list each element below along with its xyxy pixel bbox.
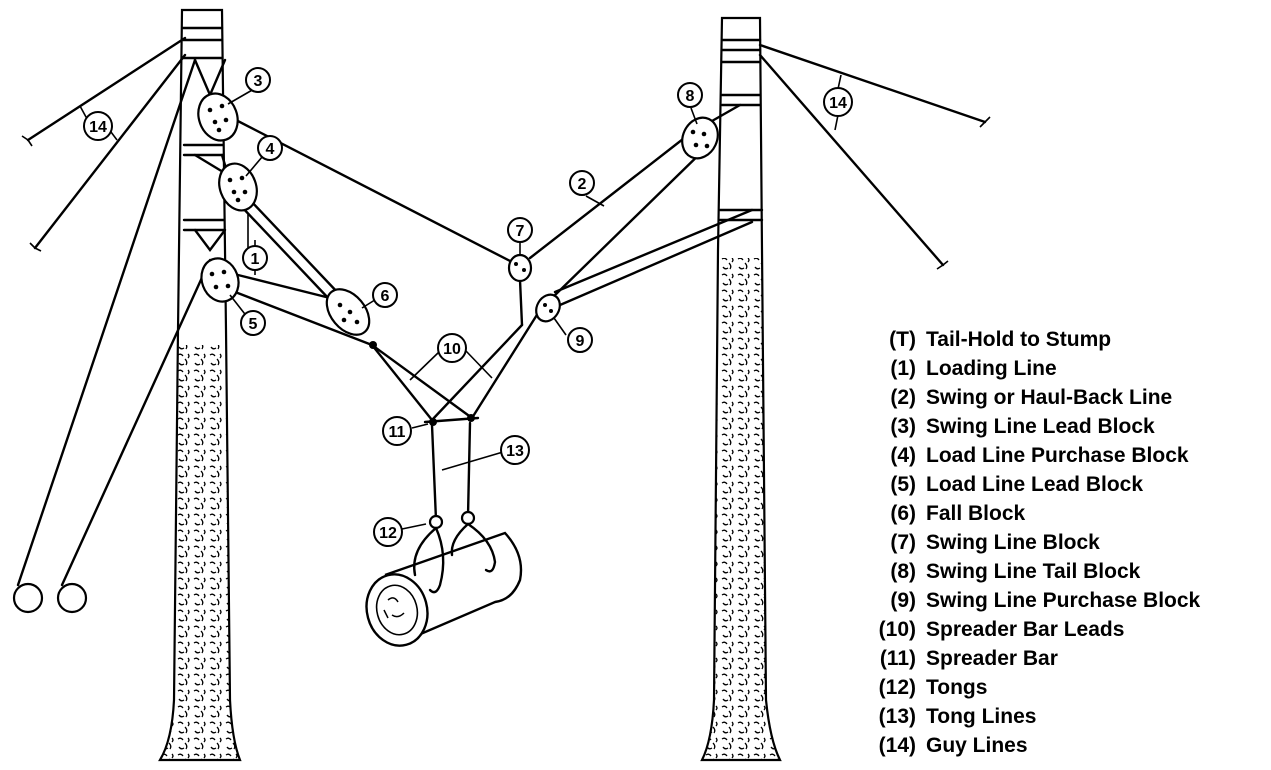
legend-text: Tongs [926,676,988,699]
svg-text:5: 5 [249,316,258,333]
legend-code: (1) [890,357,916,380]
legend-code: (7) [890,531,916,554]
legend-code: (11) [879,647,916,670]
svg-text:8: 8 [686,88,695,105]
legend-text: Swing or Haul-Back Line [926,386,1173,409]
legend-text: Swing Line Block [926,531,1100,554]
callout-7: 7 [507,217,533,243]
legend-text: Load Line Purchase Block [926,444,1189,467]
legend-text: Swing Line Tail Block [926,560,1141,583]
svg-text:12: 12 [379,525,397,542]
legend-text: Swing Line Lead Block [926,415,1155,438]
svg-text:4: 4 [266,141,275,158]
legend-code: (4) [890,444,916,467]
svg-text:9: 9 [576,333,585,350]
legend-code: (12) [878,676,916,699]
legend-text: Tail-Hold to Stump [926,328,1112,351]
callout-10: 10 [437,333,467,363]
swing-line-purchase-block [535,293,561,323]
legend-code: (2) [890,386,916,409]
callout-13: 13 [500,435,530,465]
callout-9: 9 [567,327,593,353]
legend-item: (2) Swing or Haul-Back Line [868,383,1200,412]
callout-11: 11 [382,416,412,446]
legend-text: Tong Lines [926,705,1037,728]
fall-block [325,288,377,349]
legend-item: (8) Swing Line Tail Block [868,557,1200,586]
left-spar-pole [158,8,242,762]
callout-4: 4 [257,135,283,161]
svg-text:10: 10 [443,341,461,358]
legend-text: Load Line Lead Block [926,473,1144,496]
legend: (T) Tail-Hold to Stump (1) Loading Line (2… [868,325,1201,760]
callout-1: 1 [242,245,268,271]
svg-text:13: 13 [506,443,524,460]
legend-item: (7) Swing Line Block [868,528,1200,557]
legend-item: (10) Spreader Bar Leads [868,615,1200,644]
svg-text:2: 2 [578,176,587,193]
svg-text:14: 14 [829,95,847,112]
legend-item: (1) Loading Line [868,354,1200,383]
legend-code: (6) [890,502,916,525]
right-guy-lines [758,43,991,270]
callout-6: 6 [372,282,398,308]
legend-item: (14) Guy Lines [868,731,1200,760]
legend-code: (T) [889,328,916,351]
legend-text: Fall Block [926,502,1026,525]
legend-code: (10) [878,618,916,641]
swing-line-tail-block [681,116,719,160]
legend-code: (8) [890,560,916,583]
legend-code: (13) [878,705,916,728]
legend-item: (11) Spreader Bar [868,644,1200,673]
swing-line-block [507,253,533,283]
svg-text:6: 6 [381,288,390,305]
legend-text: Loading Line [926,357,1057,380]
legend-code: (5) [890,473,916,496]
legend-item: (9) Swing Line Purchase Block [868,586,1200,615]
blocks [197,92,719,426]
legend-item: (3) Swing Line Lead Block [868,412,1200,441]
rigging-lines [228,116,754,522]
left-guy-lines [21,36,187,252]
legend-code: (3) [890,415,916,438]
legend-code: (9) [890,589,916,612]
svg-text:3: 3 [254,73,263,90]
callout-14-right: 14 [823,87,853,117]
legend-text: Swing Line Purchase Block [926,589,1201,612]
legend-item: (12) Tongs [868,673,1200,702]
legend-text: Guy Lines [926,734,1028,757]
swing-line-lead-block [197,92,239,142]
svg-text:1: 1 [251,251,260,268]
legend-item: (5) Load Line Lead Block [868,470,1200,499]
svg-text:11: 11 [389,424,406,441]
callout-5: 5 [240,310,266,336]
legend-item: (4) Load Line Purchase Block [868,441,1200,470]
svg-text:7: 7 [516,223,525,240]
callout-3: 3 [245,67,271,93]
callout-8: 8 [677,82,703,108]
load-line-lead-block [200,257,240,303]
legend-item: (13) Tong Lines [868,702,1200,731]
legend-text: Spreader Bar [926,647,1058,670]
callout-14-left: 14 [83,111,113,141]
haul-lines-to-drums [12,58,212,614]
callout-2: 2 [569,170,595,196]
callout-12: 12 [373,517,403,547]
svg-text:14: 14 [89,119,107,136]
legend-text: Spreader Bar Leads [926,618,1125,641]
legend-item: (6) Fall Block [868,499,1200,528]
log-with-tongs [365,510,523,647]
legend-code: (14) [878,734,916,757]
right-spar-pole [700,16,782,762]
legend-item: (T) Tail-Hold to Stump [868,325,1200,354]
